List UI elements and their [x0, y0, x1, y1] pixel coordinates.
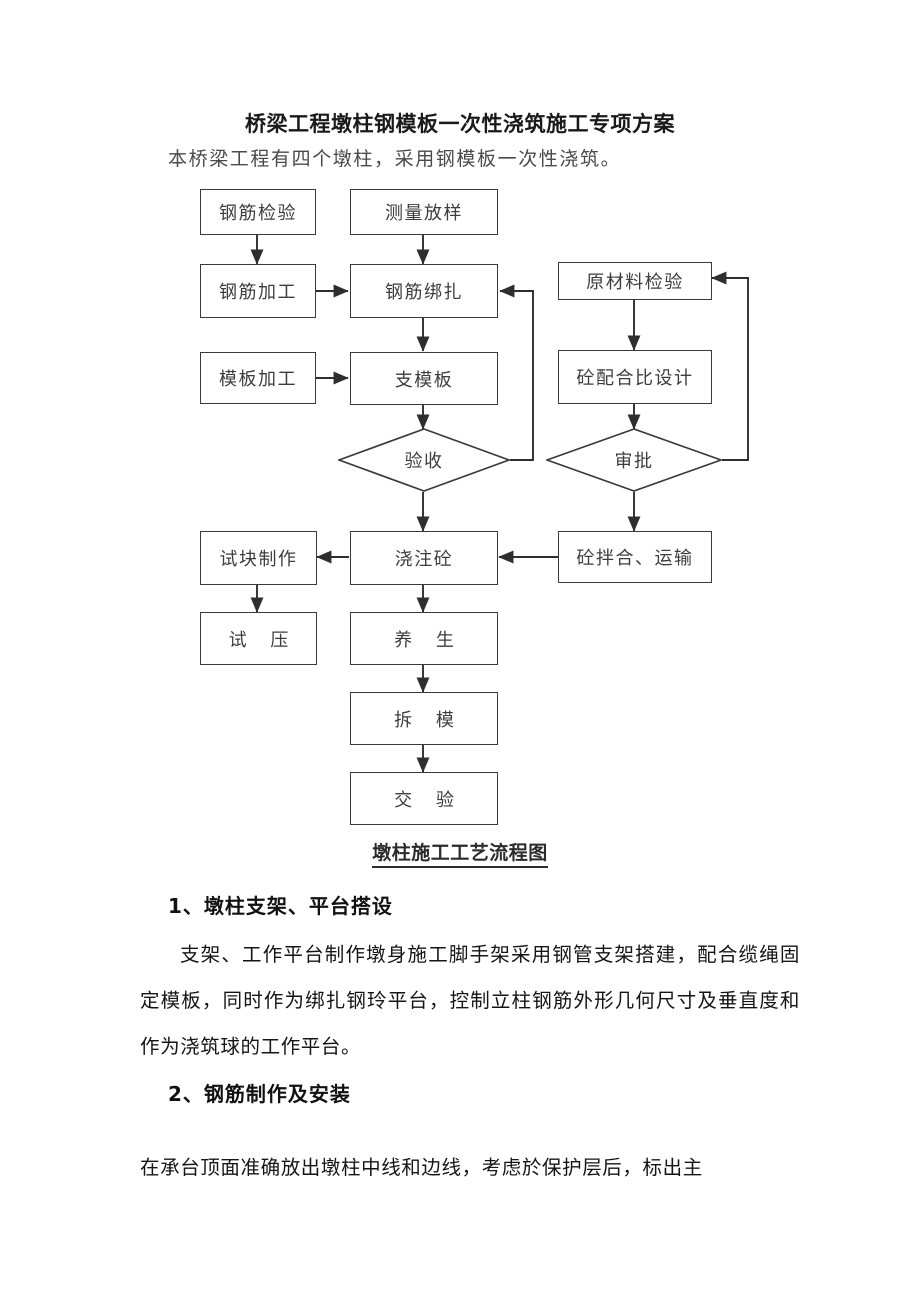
flow-node-yangsheng: 养 生 — [350, 612, 498, 665]
flow-decision-yanshou: 验收 — [338, 428, 510, 492]
section-paragraph-2: 在承台顶面准确放出墩柱中线和边线，考虑於保护层后，标出主 — [140, 1156, 703, 1179]
document-subtitle: 本桥梁工程有四个墩柱，采用钢模板一次性浇筑。 — [168, 148, 622, 170]
flow-node-jiaoyan: 交 验 — [350, 772, 498, 825]
section-heading-1: 1、墩柱支架、平台搭设 — [168, 894, 393, 918]
flow-node-gangjin-jiagong: 钢筋加工 — [200, 264, 316, 318]
flow-node-jiaozhu-tong: 浇注砼 — [350, 531, 498, 585]
flow-node-gangjin-jianyan: 钢筋检验 — [200, 189, 316, 235]
flow-decision-shenpi-label: 审批 — [614, 451, 654, 472]
flow-decision-shenpi: 审批 — [546, 428, 722, 492]
flow-node-chaimo: 拆 模 — [350, 692, 498, 745]
flow-node-zhi-muban: 支模板 — [350, 352, 498, 405]
process-flowchart: 钢筋检验 钢筋加工 模板加工 试块制作 试 压 测量放样 钢筋绑扎 支模板 验收… — [200, 189, 749, 825]
flow-node-muban-jiagong: 模板加工 — [200, 352, 316, 404]
flow-decision-yanshou-label: 验收 — [404, 451, 444, 472]
section-paragraph-1: 支架、工作平台制作墩身施工脚手架采用钢管支架搭建，配合缆绳固定模板，同时作为绑扎… — [140, 943, 800, 1058]
flowchart-caption: 墩柱施工工艺流程图 — [0, 838, 920, 868]
flowchart-caption-text: 墩柱施工工艺流程图 — [372, 842, 548, 868]
flow-node-shiya: 试 压 — [200, 612, 317, 665]
flow-node-shikuai-zhizuo: 试块制作 — [200, 531, 317, 585]
section-heading-2: 2、钢筋制作及安装 — [168, 1082, 351, 1106]
document-title: 桥梁工程墩柱钢模板一次性浇筑施工专项方案 — [245, 112, 675, 136]
flow-node-gangjin-bangzha: 钢筋绑扎 — [350, 264, 498, 318]
flow-node-celiang-fangyang: 测量放样 — [350, 189, 498, 235]
flow-node-yuancailiao-jianyan: 原材料检验 — [558, 262, 712, 300]
flow-node-tong-banhe-yunshu: 砼拌合、运输 — [558, 531, 712, 583]
flow-node-tong-peihebi-sheji: 砼配合比设计 — [558, 350, 712, 404]
